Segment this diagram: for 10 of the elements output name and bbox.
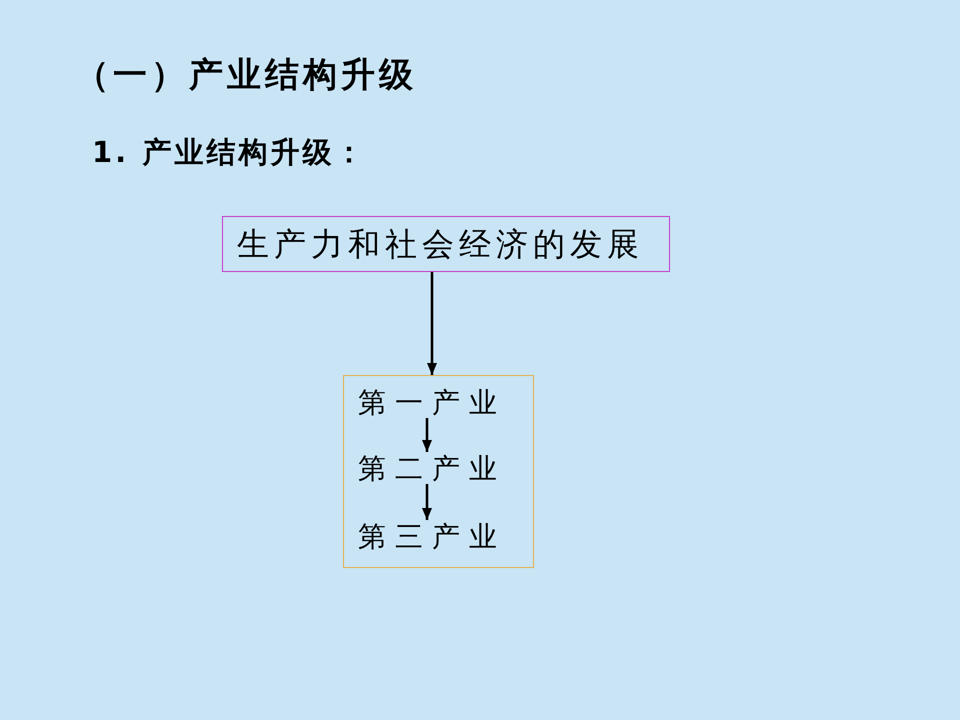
- stage-label: 第二产业: [358, 453, 510, 485]
- stage-label: 第一产业: [358, 387, 510, 419]
- arrow: [427, 272, 437, 375]
- arrow: [422, 418, 432, 452]
- process-box: 生产力和社会经济的发展: [222, 216, 670, 272]
- heading: 1. 产业结构升级：: [92, 134, 366, 170]
- title: （一）产业结构升级: [75, 54, 417, 96]
- stage-label: 第三产业: [358, 521, 510, 553]
- arrow: [422, 484, 432, 520]
- group-box: [343, 375, 534, 568]
